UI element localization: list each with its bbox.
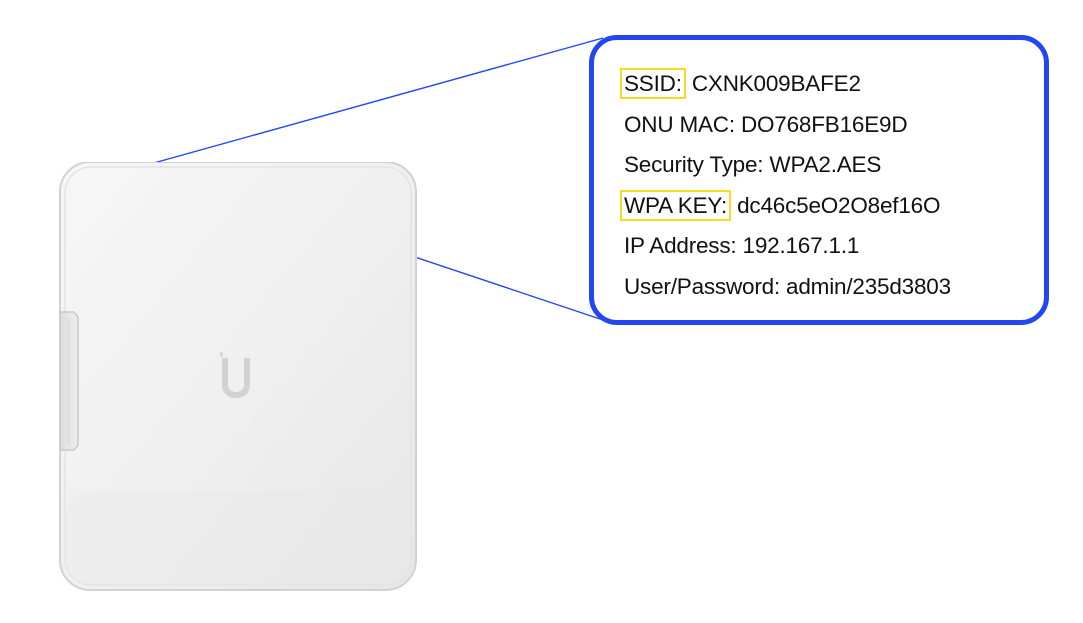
device-enclosure [59,162,417,591]
security-type-row: Security Type: WPA2.AES [624,152,882,177]
ip-address-row: IP Address: 192.167.1.1 [624,233,860,258]
user-password-row: User/Password: admin/235d3803 [624,273,951,299]
device-lower-shade [66,492,410,584]
ssid-label: SSID: [620,68,686,99]
wpa-key-label: WPA KEY: [620,189,732,221]
ssid-value: CXNK009BAFE2 [691,71,861,96]
callout-line-top [142,37,604,167]
wpa-key-row: WPA KEY: dc46c5eO2O8ef16O [620,186,1044,227]
network-info-callout: SSID: CXNK009BAFE2 ONU MAC: DO768FB16E9D… [589,35,1049,325]
wpa-key-value: dc46c5eO2O8ef16O [737,192,941,218]
onu-mac-row: ONU MAC: DO768FB16E9D [624,111,908,137]
ubiquiti-u-logo-icon [220,352,250,398]
ssid-row: SSID: CXNK009BAFE2 [620,64,1044,105]
